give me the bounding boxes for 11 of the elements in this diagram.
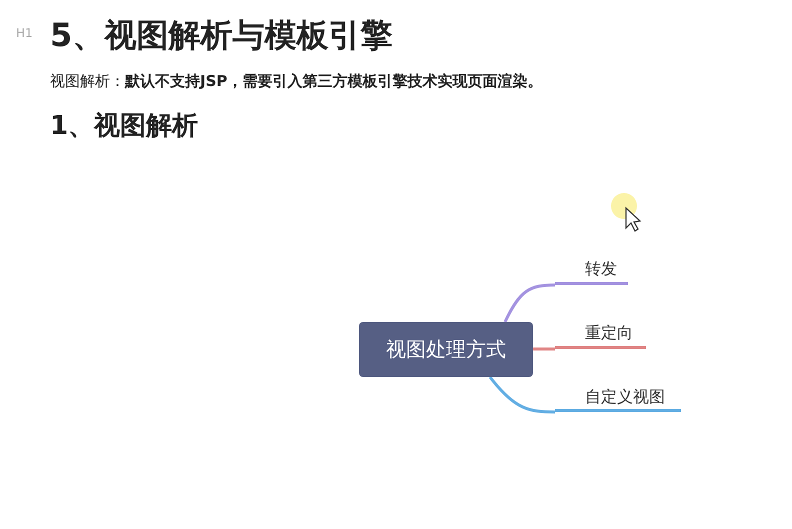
heading: 5、视图解析与模板引擎 (50, 15, 392, 56)
branch-label: 重定向 (555, 322, 646, 349)
subheading: 1、视图解析 (50, 110, 198, 143)
topic-box: 视图处理方式 (359, 322, 533, 377)
branch-line (533, 348, 555, 350)
heading-marker: H1 (16, 26, 33, 40)
branch-line (488, 376, 556, 414)
branch-label: 转发 (555, 258, 628, 285)
branch-label: 自定义视图 (555, 386, 681, 412)
branch-line (504, 284, 556, 323)
paragraph: 视图解析：默认不支持JSP，需要引入第三方模板引擎技术实现页面渲染。 (50, 72, 542, 91)
